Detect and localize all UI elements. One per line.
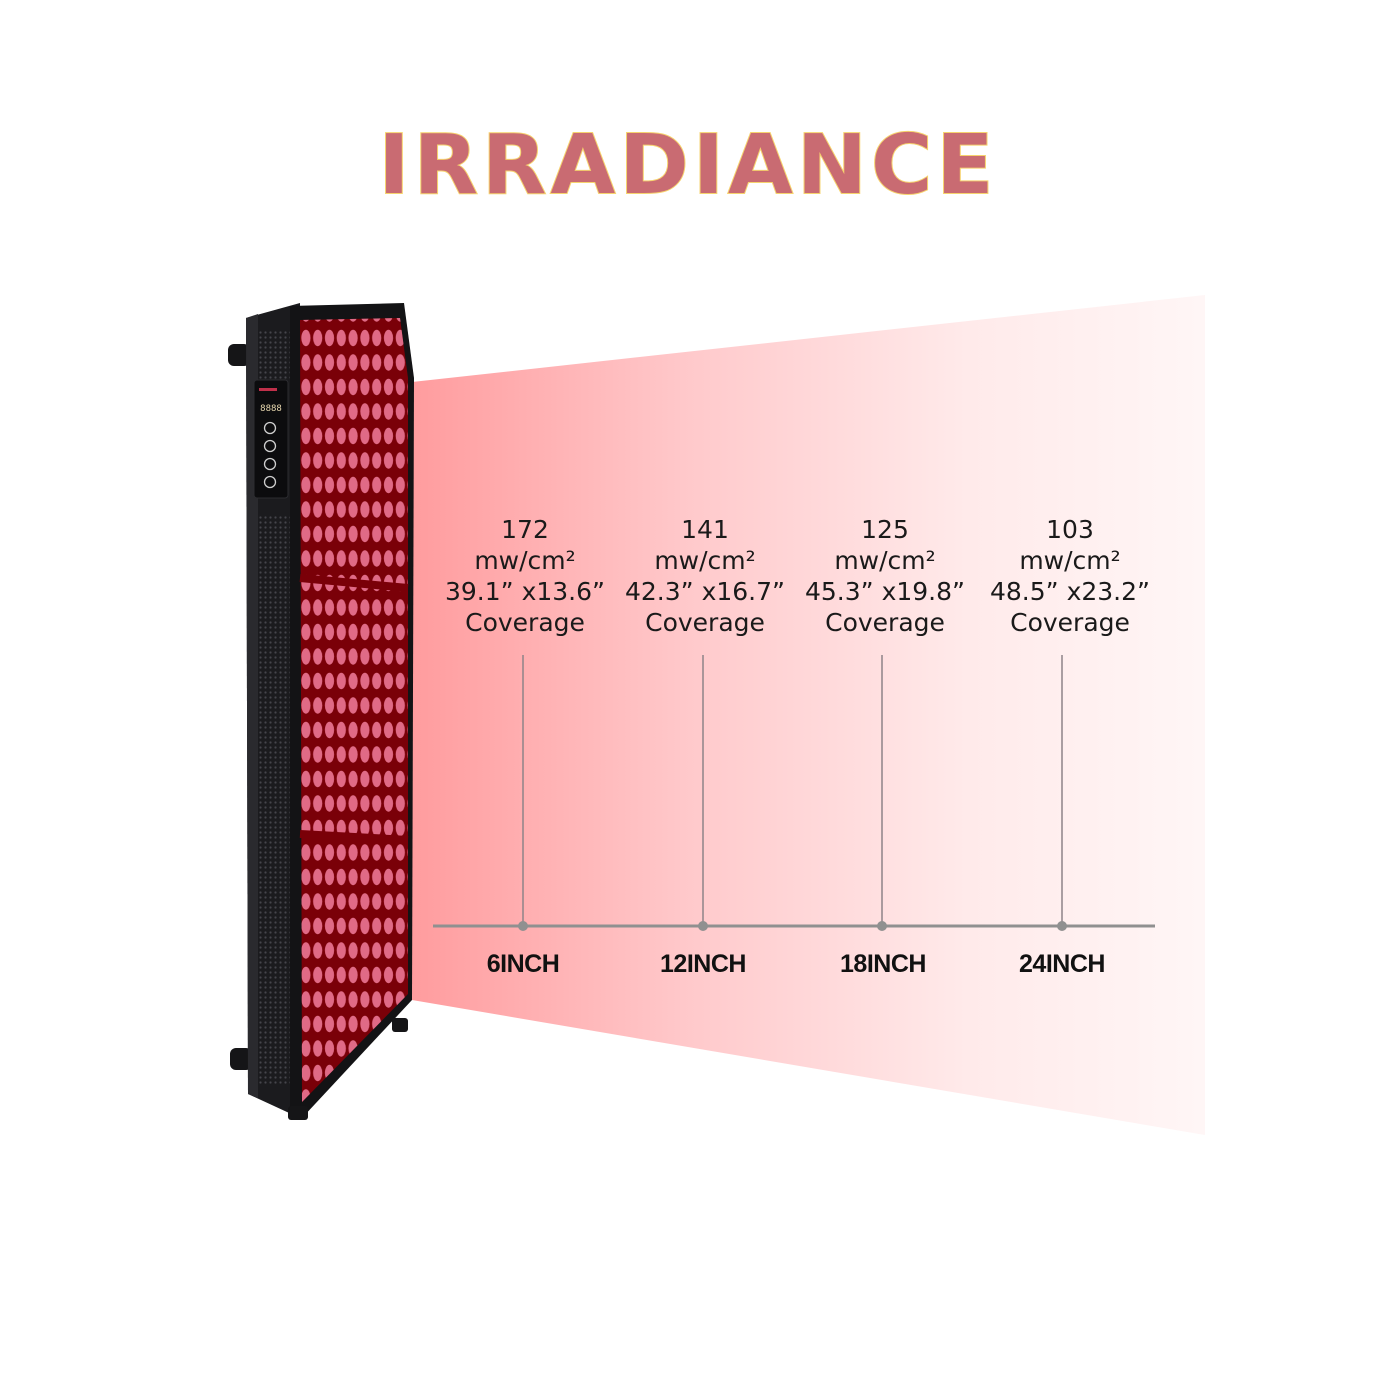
control-button-2[interactable]: [263, 439, 277, 453]
coverage-label: Coverage: [1010, 608, 1130, 637]
coverage-dimensions: 39.1” x13.6”: [445, 577, 605, 606]
distance-label-24inch: 24INCH: [1019, 950, 1105, 978]
irradiance-value: 141: [681, 515, 729, 544]
coverage-dimensions: 48.5” x23.2”: [990, 577, 1150, 606]
measurement-6inch: 172 mw/cm² 39.1” x13.6” Coverage: [425, 514, 625, 638]
control-button-1[interactable]: [263, 421, 277, 435]
control-button-4[interactable]: [263, 475, 277, 489]
distance-axis: [433, 655, 1155, 931]
control-button-3[interactable]: [263, 457, 277, 471]
coverage-dimensions: 45.3” x19.8”: [805, 577, 965, 606]
control-panel: 8888: [253, 379, 289, 499]
distance-label-12inch: 12INCH: [660, 950, 746, 978]
panel-device: 8888: [228, 303, 414, 1120]
measurement-12inch: 141 mw/cm² 42.3” x16.7” Coverage: [605, 514, 805, 638]
page-title: IRRADIANCE: [377, 117, 998, 214]
measurement-24inch: 103 mw/cm² 48.5” x23.2” Coverage: [970, 514, 1170, 638]
irradiance-value: 103: [1046, 515, 1094, 544]
coverage-label: Coverage: [465, 608, 585, 637]
irradiance-unit: mw/cm²: [834, 546, 936, 575]
coverage-label: Coverage: [825, 608, 945, 637]
coverage-dimensions: 42.3” x16.7”: [625, 577, 785, 606]
irradiance-unit: mw/cm²: [474, 546, 576, 575]
measurement-18inch: 125 mw/cm² 45.3” x19.8” Coverage: [785, 514, 985, 638]
distance-label-6inch: 6INCH: [486, 950, 560, 978]
irradiance-value: 125: [861, 515, 909, 544]
irradiance-unit: mw/cm²: [654, 546, 756, 575]
display-readout: 8888: [260, 404, 282, 414]
coverage-label: Coverage: [645, 608, 765, 637]
irradiance-value: 172: [501, 515, 549, 544]
distance-label-18inch: 18INCH: [840, 950, 926, 978]
irradiance-unit: mw/cm²: [1019, 546, 1121, 575]
light-beam: [412, 295, 1205, 1135]
